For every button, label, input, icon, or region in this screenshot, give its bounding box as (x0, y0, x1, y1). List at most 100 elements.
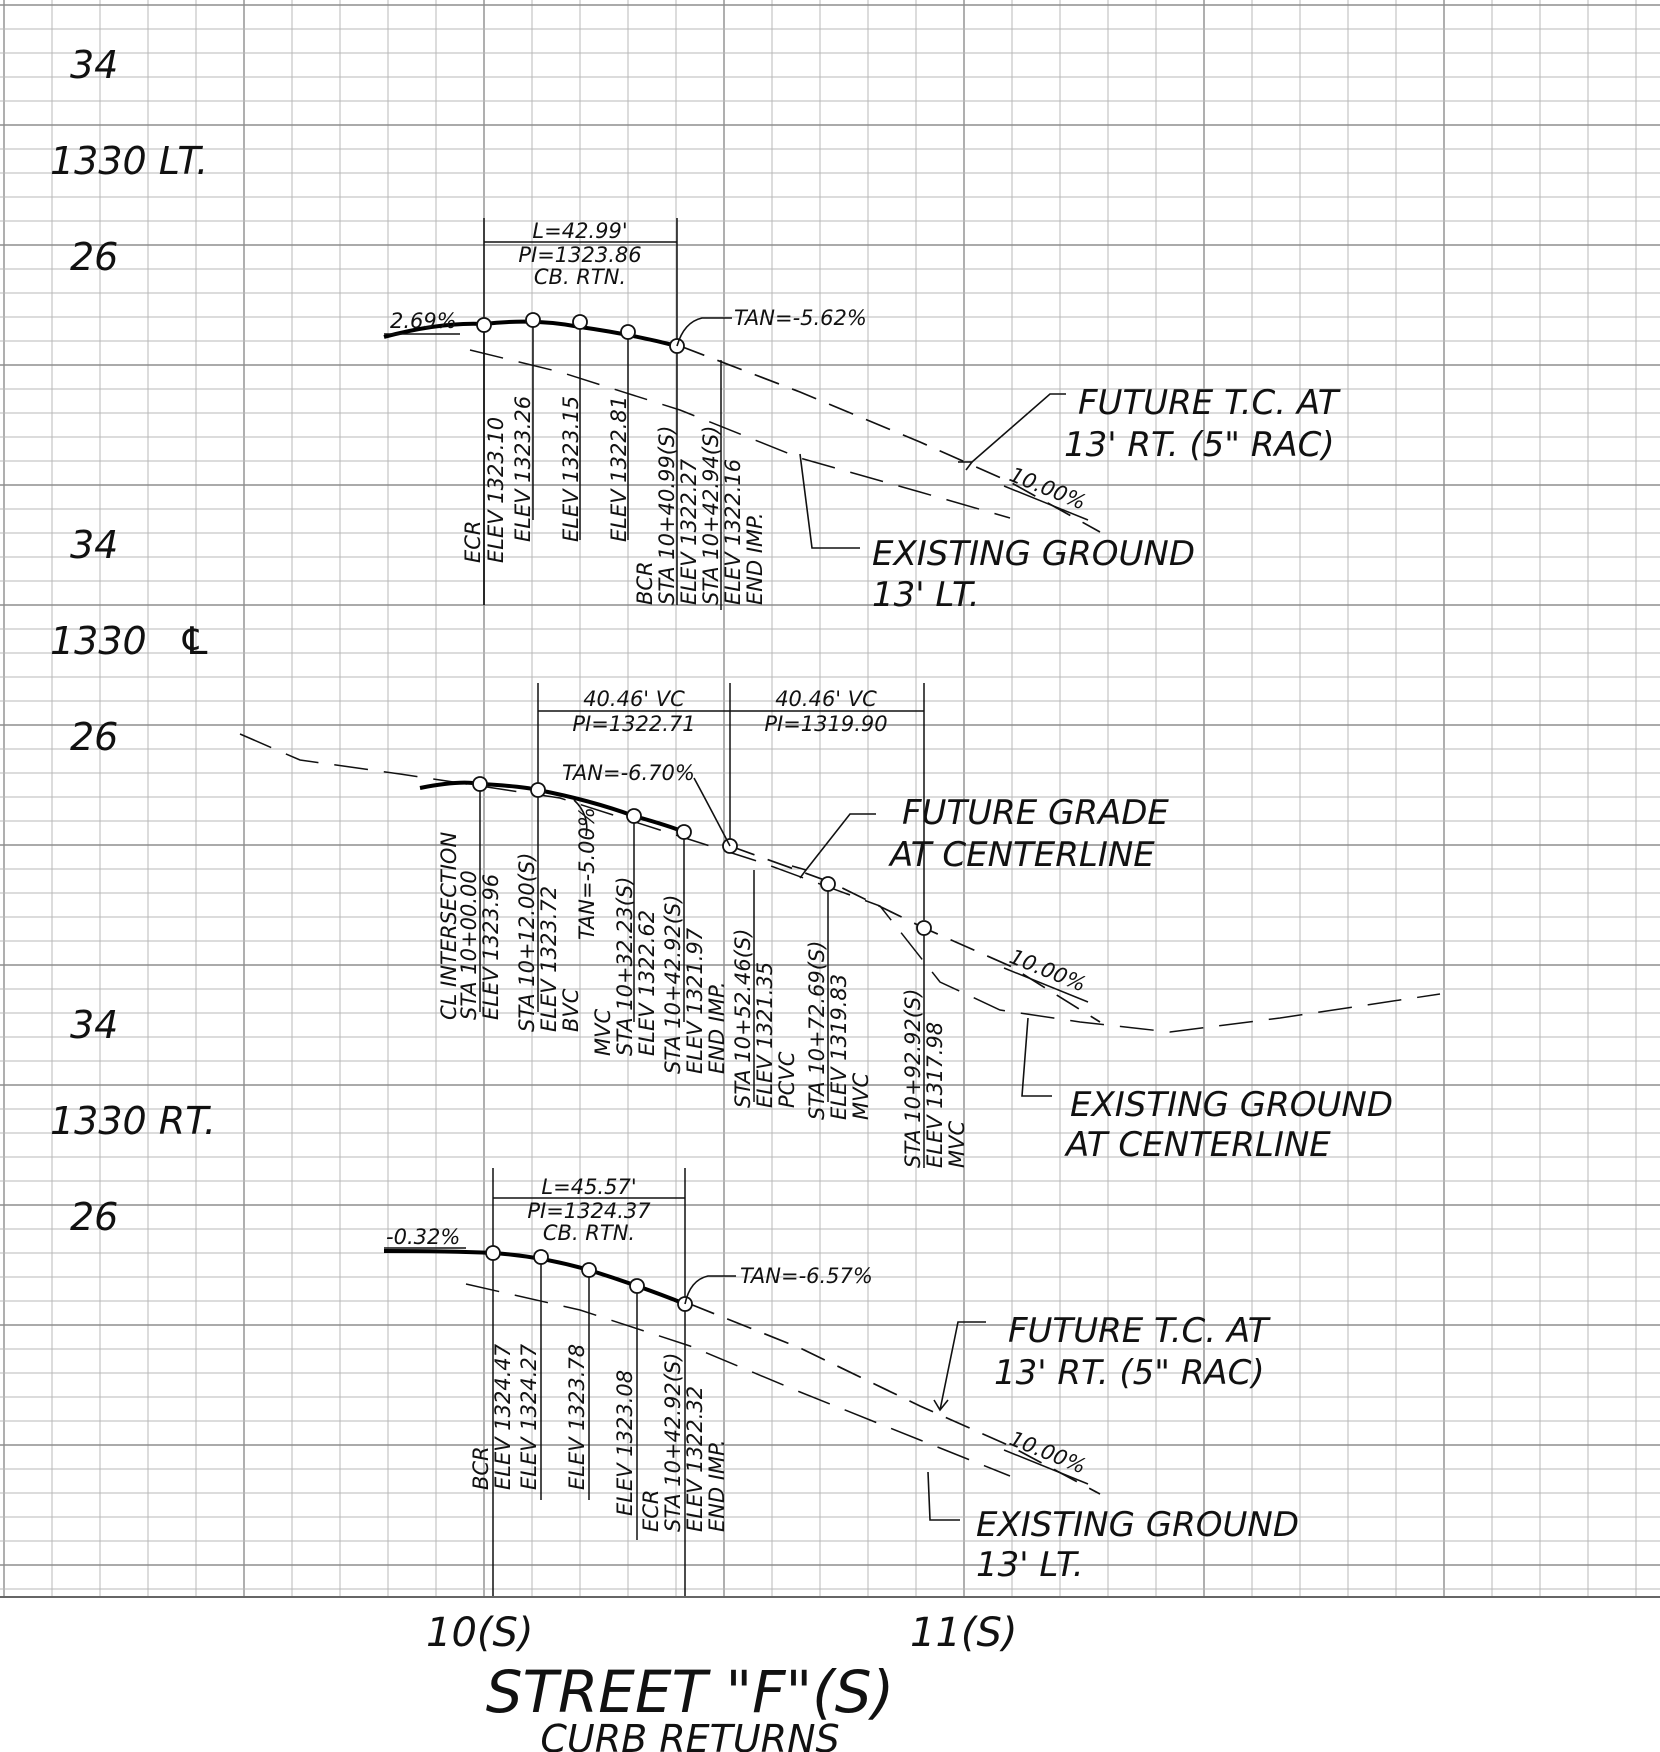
cl-future-leader (805, 813, 876, 871)
rt-point-bcr (485, 1245, 501, 1261)
rt-existing-leader (927, 1471, 960, 1521)
lt-existing-label-1: EXISTING GROUND (872, 534, 1195, 574)
lt-axis-1330: 1330 LT. (50, 139, 208, 183)
rt-ann-end: END IMP. (705, 1439, 729, 1532)
cl-axis-1330: 1330 (50, 619, 147, 663)
cl-axis-34: 34 (70, 523, 118, 567)
rt-axis-1330: 1330 RT. (50, 1099, 216, 1143)
cl-ann-sta: STA 10+00.00 (457, 870, 481, 1020)
drawing-title: STREET "F"(S) (486, 1658, 895, 1726)
lt-point (620, 324, 636, 340)
cl-vc1-length: 40.46' VC (583, 687, 685, 711)
rt-future-label-2: 13' RT. (5" RAC) (994, 1353, 1265, 1393)
lt-tan-leader (676, 317, 732, 347)
cl-ann-bvc: BVC (559, 988, 583, 1032)
rt-ann-sta: STA 10+42.92(S) (661, 1353, 685, 1532)
cl-ann-sta: STA 10+12.00(S) (515, 853, 539, 1032)
rt-ann-bcr: BCR (469, 1446, 493, 1490)
cl-ann-intersection: CL INTERSECTION (437, 832, 461, 1020)
cl-ann-sta: STA 10+32.23(S) (613, 877, 637, 1056)
cl-future-label-1: FUTURE GRADE (902, 793, 1169, 833)
lt-ann-elev: ELEV 1322.16 (721, 459, 745, 605)
cl-ann-sta: STA 10+42.92(S) (661, 895, 685, 1074)
rt-point (629, 1278, 645, 1294)
cl-ann-elev: ELEV 1322.62 (635, 910, 659, 1056)
lt-future-label-1: FUTURE T.C. AT (1078, 383, 1341, 423)
rt-curve-type: CB. RTN. (543, 1221, 635, 1245)
rt-tan: TAN=-6.57% (740, 1264, 873, 1288)
lt-tan: TAN=-5.62% (734, 306, 867, 330)
cl-ann-elev: ELEV 1323.72 (537, 886, 561, 1032)
lt-ann-end: END IMP. (743, 512, 767, 605)
lt-ann-elev: ELEV 1323.26 (511, 396, 535, 542)
rt-future-grade-line (689, 1303, 1101, 1495)
lt-point (525, 312, 541, 328)
lt-curve-pi: PI=1323.86 (518, 243, 641, 267)
lt-ann-elev: ELEV 1323.10 (484, 417, 508, 563)
rt-tan-leader (684, 1275, 736, 1305)
lt-future-leader (971, 393, 1066, 463)
rt-existing-ground-line (465, 1283, 1011, 1477)
rt-ann-elev: ELEV 1324.47 (491, 1343, 515, 1490)
lt-curve-length: L=42.99' (532, 219, 627, 243)
lt-ann-sta: STA 10+40.99(S) (655, 426, 679, 605)
lt-curve-type: CB. RTN. (534, 265, 626, 289)
cl-vc2-pi: PI=1319.90 (764, 712, 887, 736)
lt-existing-ground-line (469, 349, 1011, 519)
cl-point-mvc (626, 808, 642, 824)
lt-grade-right-underline (1003, 485, 1089, 521)
cl-ann-elev: ELEV 1321.35 (753, 962, 777, 1108)
rt-future-leader (939, 1321, 986, 1411)
lt-axis-26: 26 (70, 235, 118, 279)
cl-existing-leader (1021, 1017, 1052, 1097)
rt-ann-ecr: ECR (639, 1489, 663, 1532)
rt-future-label-1: FUTURE T.C. AT (1008, 1311, 1271, 1351)
rt-axis-26: 26 (70, 1195, 118, 1239)
lt-ann-sta: STA 10+42.94(S) (699, 426, 723, 605)
rt-existing-label-1: EXISTING GROUND (976, 1505, 1299, 1545)
lt-grade-left: 2.69% (390, 309, 457, 333)
lt-future-label-2: 13' RT. (5" RAC) (1064, 425, 1335, 465)
cl-point-intersection (472, 776, 488, 792)
lt-ann-elev: ELEV 1322.27 (677, 458, 701, 605)
lt-point (572, 314, 588, 330)
lt-future-arrow (958, 461, 974, 471)
rt-ann-elev: ELEV 1323.78 (565, 1344, 589, 1490)
lt-axis-34: 34 (70, 43, 118, 87)
cl-existing-label-2: AT CENTERLINE (1064, 1125, 1331, 1165)
cl-tan2-leader (573, 799, 588, 837)
rt-ann-elev: ELEV 1324.27 (517, 1343, 541, 1490)
cl-ann-mvc: MVC (849, 1073, 873, 1120)
lt-existing-label-2: 13' LT. (872, 575, 980, 615)
cl-future-arrow (791, 865, 808, 879)
rt-ann-elev: ELEV 1322.32 (683, 1386, 707, 1532)
lt-ann-bcr: BCR (633, 561, 657, 605)
rt-curve-length: L=45.57' (541, 1175, 636, 1199)
cl-ann-sta: STA 10+92.92(S) (901, 989, 925, 1168)
cl-ann-pcvc: PCVC (775, 1051, 799, 1108)
lt-ann-elev: ELEV 1322.81 (607, 396, 631, 542)
rt-ann-elev: ELEV 1323.08 (613, 1370, 637, 1516)
cl-profile: 40.46' VC PI=1322.71 40.46' VC PI=1319.9… (239, 683, 1441, 1168)
cl-grade-right-underline (1003, 967, 1089, 1003)
rt-grade-right: 10.00% (1006, 1426, 1089, 1478)
rt-profile: L=45.57' PI=1324.37 CB. RTN. -0.32% BCR … (383, 1168, 1299, 1597)
cl-tan1-leader (693, 777, 731, 847)
rt-point (533, 1249, 549, 1265)
rt-grade-right-underline (1003, 1449, 1089, 1485)
cl-ann-elev: ELEV 1319.83 (827, 974, 851, 1120)
cl-ann-mvc: MVC (591, 1009, 615, 1056)
lt-profile: L=42.99' PI=1323.86 CB. RTN. 2.69% ECR E… (383, 218, 1341, 615)
lt-ann-elev: ELEV 1323.15 (559, 396, 583, 542)
cl-point-mvc3 (916, 920, 932, 936)
cl-vc2-length: 40.46' VC (775, 687, 877, 711)
lt-ann-ecr: ECR (461, 520, 485, 563)
rt-axis-34: 34 (70, 1003, 118, 1047)
lt-point-ecr (476, 317, 492, 333)
lt-existing-leader (799, 453, 860, 549)
cl-point-mvc2 (820, 876, 836, 892)
rt-point (581, 1262, 597, 1278)
rt-existing-label-2: 13' LT. (976, 1545, 1084, 1585)
cl-ann-sta: STA 10+72.69(S) (805, 941, 829, 1120)
